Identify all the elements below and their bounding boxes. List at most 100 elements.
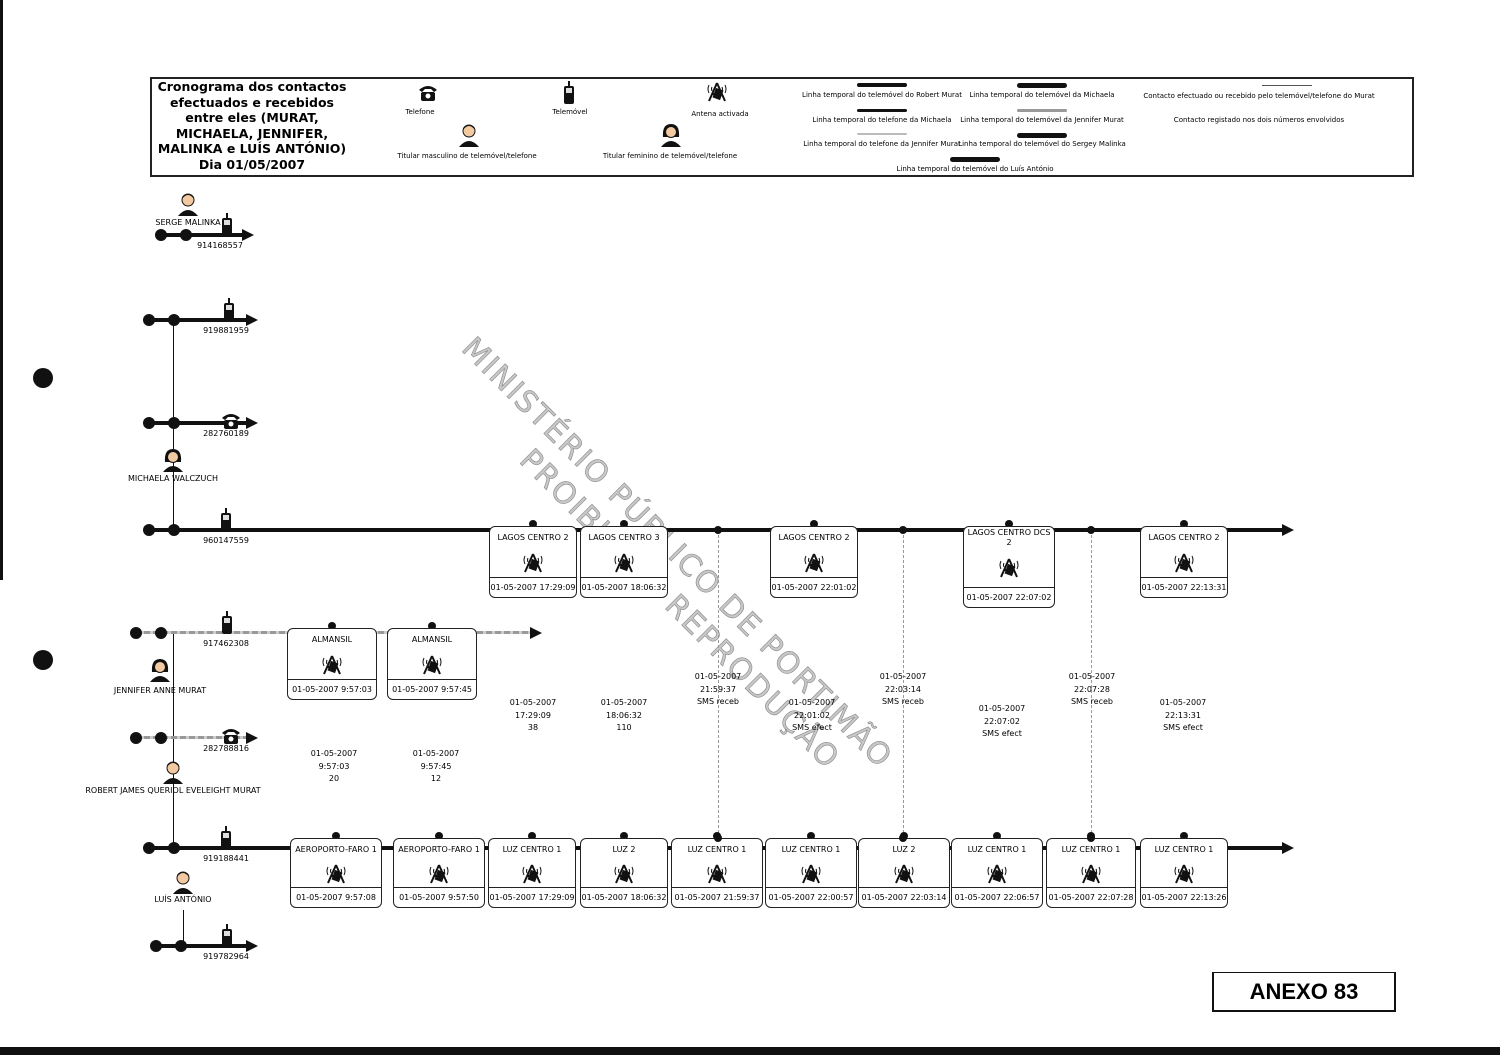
event-node: [714, 834, 722, 842]
cell-datetime: 01-05-2007 22:06:57: [952, 887, 1042, 908]
contact-date: 01-05-2007: [600, 698, 648, 707]
contact-date: 01-05-2007: [509, 698, 557, 707]
event-node: [810, 520, 818, 528]
antenna-icon: [672, 861, 762, 887]
cell-event-box[interactable]: LUZ 2 01-05-2007 22:03:14: [858, 838, 950, 908]
cell-event-box[interactable]: LAGOS CENTRO 2 01-05-2007 17:29:09: [489, 526, 577, 598]
cell-event-box[interactable]: LUZ 2 01-05-2007 18:06:32: [580, 838, 668, 908]
cell-datetime: 01-05-2007 17:29:09: [490, 577, 576, 598]
cell-event-box[interactable]: LUZ CENTRO 1 01-05-2007 21:59:37: [671, 838, 763, 908]
legend-line-michaela: [1017, 83, 1067, 88]
cell-datetime: 01-05-2007 22:00:57: [766, 887, 856, 908]
timeline-node: [130, 627, 142, 639]
contact-info: SMS efect: [1163, 723, 1203, 732]
timeline-node: [143, 524, 155, 536]
legend-antena: Antena activada: [691, 110, 749, 118]
antenna-icon: [581, 861, 667, 887]
cell-event-box[interactable]: AEROPORTO-FARO 1 01-05-2007 9:57:50: [393, 838, 485, 908]
person-name: MICHAELA WALCZUCH: [128, 474, 218, 483]
cell-event-box[interactable]: ALMANSIL 01-05-2007 9:57:03: [287, 628, 377, 700]
cell-datetime: 01-05-2007 22:01:02: [771, 577, 857, 598]
cell-event-box[interactable]: LAGOS CENTRO DCS 2 01-05-2007 22:07:02: [963, 526, 1055, 608]
antenna-icon: [766, 861, 856, 887]
legend-line-label: Linha temporal do telefone da Michaela: [812, 116, 952, 124]
timeline-node: [143, 417, 155, 429]
event-node: [620, 832, 628, 840]
event-node: [528, 832, 536, 840]
cell-event-box[interactable]: LAGOS CENTRO 2 01-05-2007 22:13:31: [1140, 526, 1228, 598]
cell-name: AEROPORTO-FARO 1: [398, 845, 480, 854]
cell-event-box[interactable]: ALMANSIL 01-05-2007 9:57:45: [387, 628, 477, 700]
antenna-icon: [952, 861, 1042, 887]
timeline-line: [135, 736, 246, 739]
cell-event-box[interactable]: LUZ CENTRO 1 01-05-2007 22:13:26: [1140, 838, 1228, 908]
cell-event-box[interactable]: LAGOS CENTRO 2 01-05-2007 22:01:02: [770, 526, 858, 598]
legend-telefone: Telefone: [405, 108, 435, 116]
cell-datetime: 01-05-2007 9:57:45: [388, 679, 476, 700]
cell-event-box[interactable]: LAGOS CENTRO 3 01-05-2007 18:06:32: [580, 526, 668, 598]
legend-line-luis: [950, 157, 1000, 162]
legend-line-label: Linha temporal do telemóvel do Sergey Ma…: [958, 140, 1126, 148]
cell-name: LAGOS CENTRO DCS 2: [967, 528, 1051, 547]
timeline-node: [180, 229, 192, 241]
contact-time: 22:01:02: [794, 710, 830, 720]
cell-event-box[interactable]: AEROPORTO-FARO 1 01-05-2007 9:57:08: [290, 838, 382, 908]
cell-event-box[interactable]: LUZ CENTRO 1 01-05-2007 22:07:28: [1046, 838, 1136, 908]
legend-line-sergey: [1017, 133, 1067, 138]
event-node: [1087, 834, 1095, 842]
contact-info: SMS efect: [792, 723, 832, 732]
cell-event-box[interactable]: LUZ CENTRO 1 01-05-2007 22:00:57: [765, 838, 857, 908]
contact-info: 20: [328, 774, 340, 783]
cell-datetime: 01-05-2007 22:13:26: [1141, 887, 1227, 908]
contact-date: 01-05-2007: [1159, 698, 1207, 707]
event-node: [714, 526, 722, 534]
antenna-icon: [859, 861, 949, 887]
female-person-icon: [149, 658, 171, 686]
timeline-node: [155, 627, 167, 639]
antenna-icon: [581, 549, 667, 577]
contact-date: 01-05-2007: [694, 672, 742, 681]
legend-line-label: Linha temporal do telemóvel do Luís Antó…: [896, 165, 1054, 173]
mobile-phone-icon: [220, 924, 234, 952]
legend-contact-arrow: Contacto efectuado ou recebido pelo tele…: [1143, 92, 1375, 100]
mobile-phone-icon: [562, 81, 576, 109]
mobile-phone-icon: [222, 298, 236, 326]
cell-datetime: 01-05-2007 17:29:09: [489, 887, 575, 908]
cell-name: LUZ CENTRO 1: [967, 845, 1027, 854]
event-node: [807, 832, 815, 840]
phone-number: 282760189: [203, 429, 249, 438]
cell-event-box[interactable]: LUZ CENTRO 1 01-05-2007 17:29:09: [488, 838, 576, 908]
legend: Cronograma dos contactos efectuados e re…: [150, 77, 1414, 177]
event-node: [1180, 520, 1188, 528]
antenna-icon: [388, 651, 476, 679]
event-node: [993, 832, 1001, 840]
event-node: [1180, 832, 1188, 840]
mobile-phone-icon: [219, 508, 233, 536]
event-node: [1087, 526, 1095, 534]
contact-date: 01-05-2007: [412, 749, 460, 758]
person-name: ROBERT JAMES QUERIOL EVELEIGHT MURAT: [85, 786, 261, 795]
contact-date: 01-05-2007: [310, 749, 358, 758]
legend-line-jennifer-phone: [857, 133, 907, 135]
antenna-icon: [288, 651, 376, 679]
event-node: [529, 520, 537, 528]
event-node: [620, 520, 628, 528]
antenna-icon: [1141, 549, 1227, 577]
female-person-icon: [660, 123, 682, 151]
phone-number: 914168557: [197, 241, 243, 250]
cell-name: LUZ CENTRO 1: [502, 845, 562, 854]
contact-info: 110: [616, 723, 632, 732]
legend-line-label: Linha temporal do telemóvel do Robert Mu…: [802, 91, 962, 99]
connector-line: [173, 633, 174, 848]
person-name: SERGE MALINKA: [155, 218, 221, 227]
contact-time: 17:29:09: [515, 710, 551, 720]
timeline-arrow-icon: [246, 417, 258, 429]
antenna-icon: [964, 549, 1054, 587]
cell-event-box[interactable]: LUZ CENTRO 1 01-05-2007 22:06:57: [951, 838, 1043, 908]
cell-datetime: 01-05-2007 22:07:28: [1047, 887, 1135, 908]
